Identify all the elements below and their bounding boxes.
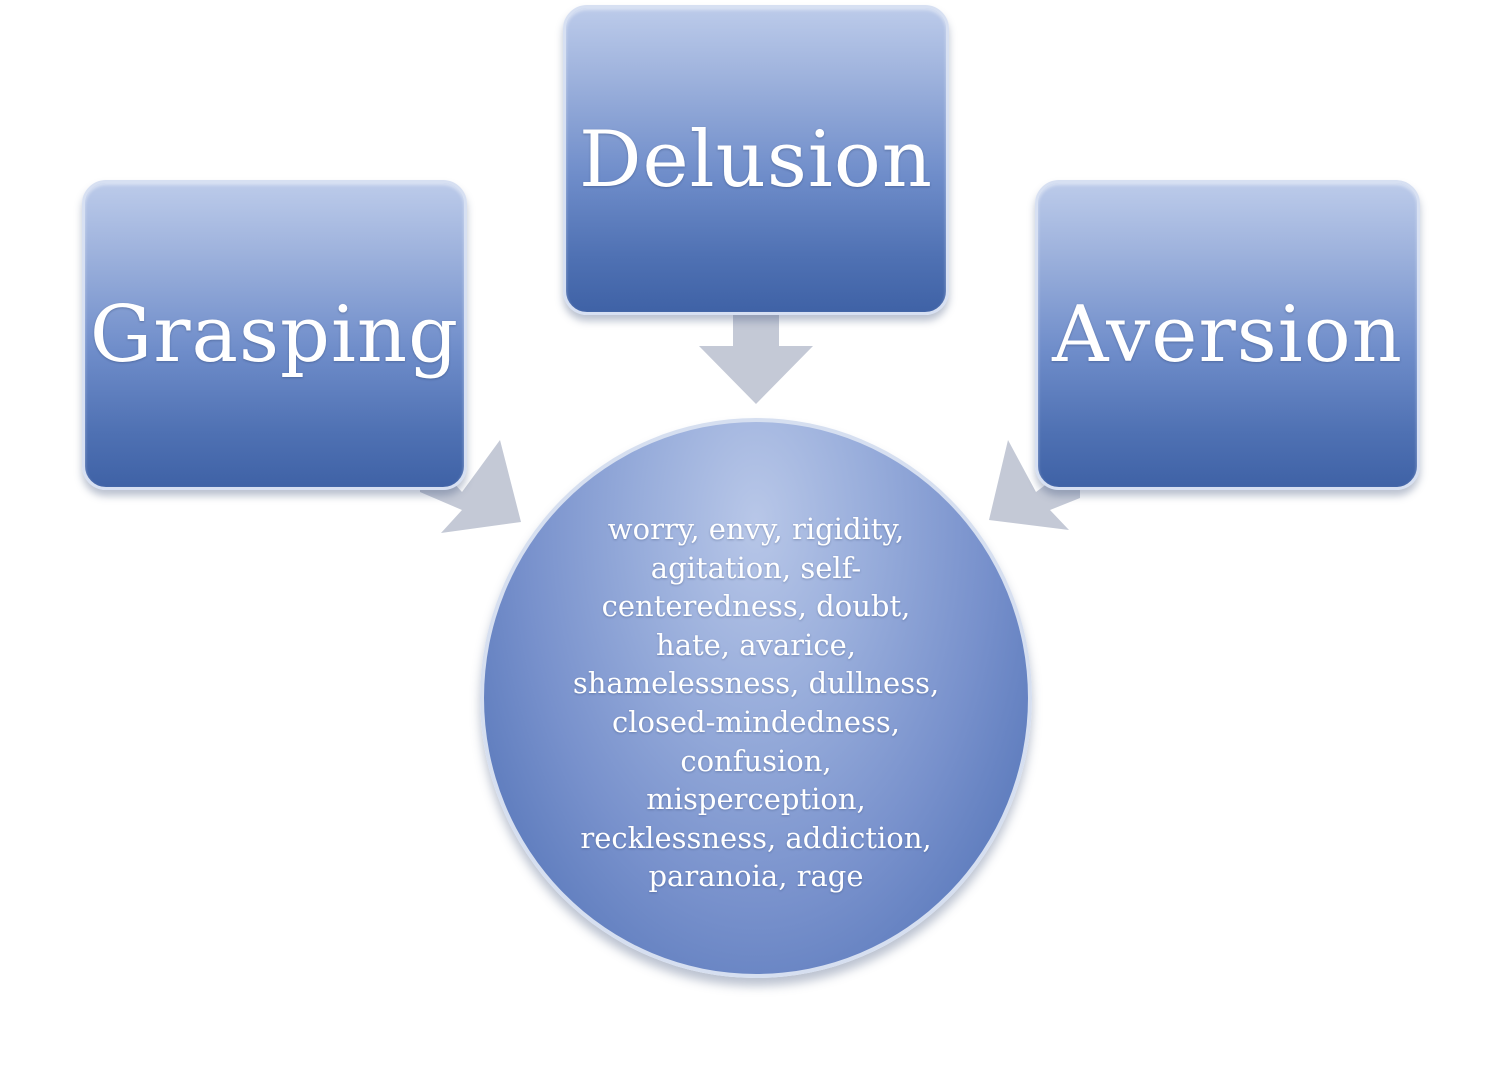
aversion-label: Aversion [1052,290,1403,380]
center-text-line: worry, envy, rigidity, [607,512,905,546]
grasping-label: Grasping [89,290,460,380]
delusion-box: Delusion [563,5,949,315]
arrow-delusion-to-center [699,315,813,404]
center-text-line: confusion, [680,743,832,778]
aversion-box: Aversion [1035,180,1420,490]
center-text-line: recklessness, addiction, [580,820,932,855]
center-text-line: hate, avarice, [656,627,856,662]
center-text-line: misperception, [646,782,866,817]
center-text-line: closed-mindedness, [612,704,900,739]
center-text: worry, envy, rigidity, agitation, self- … [484,510,1028,896]
delusion-label: Delusion [578,115,934,205]
center-text-line: agitation, self- [650,550,862,585]
center-text-line: paranoia, rage [648,859,864,894]
grasping-box: Grasping [82,180,467,490]
center-circle: worry, envy, rigidity, agitation, self- … [480,418,1032,978]
center-text-line: shamelessness, dullness, [572,666,940,701]
center-text-line: centeredness, doubt, [601,589,911,624]
